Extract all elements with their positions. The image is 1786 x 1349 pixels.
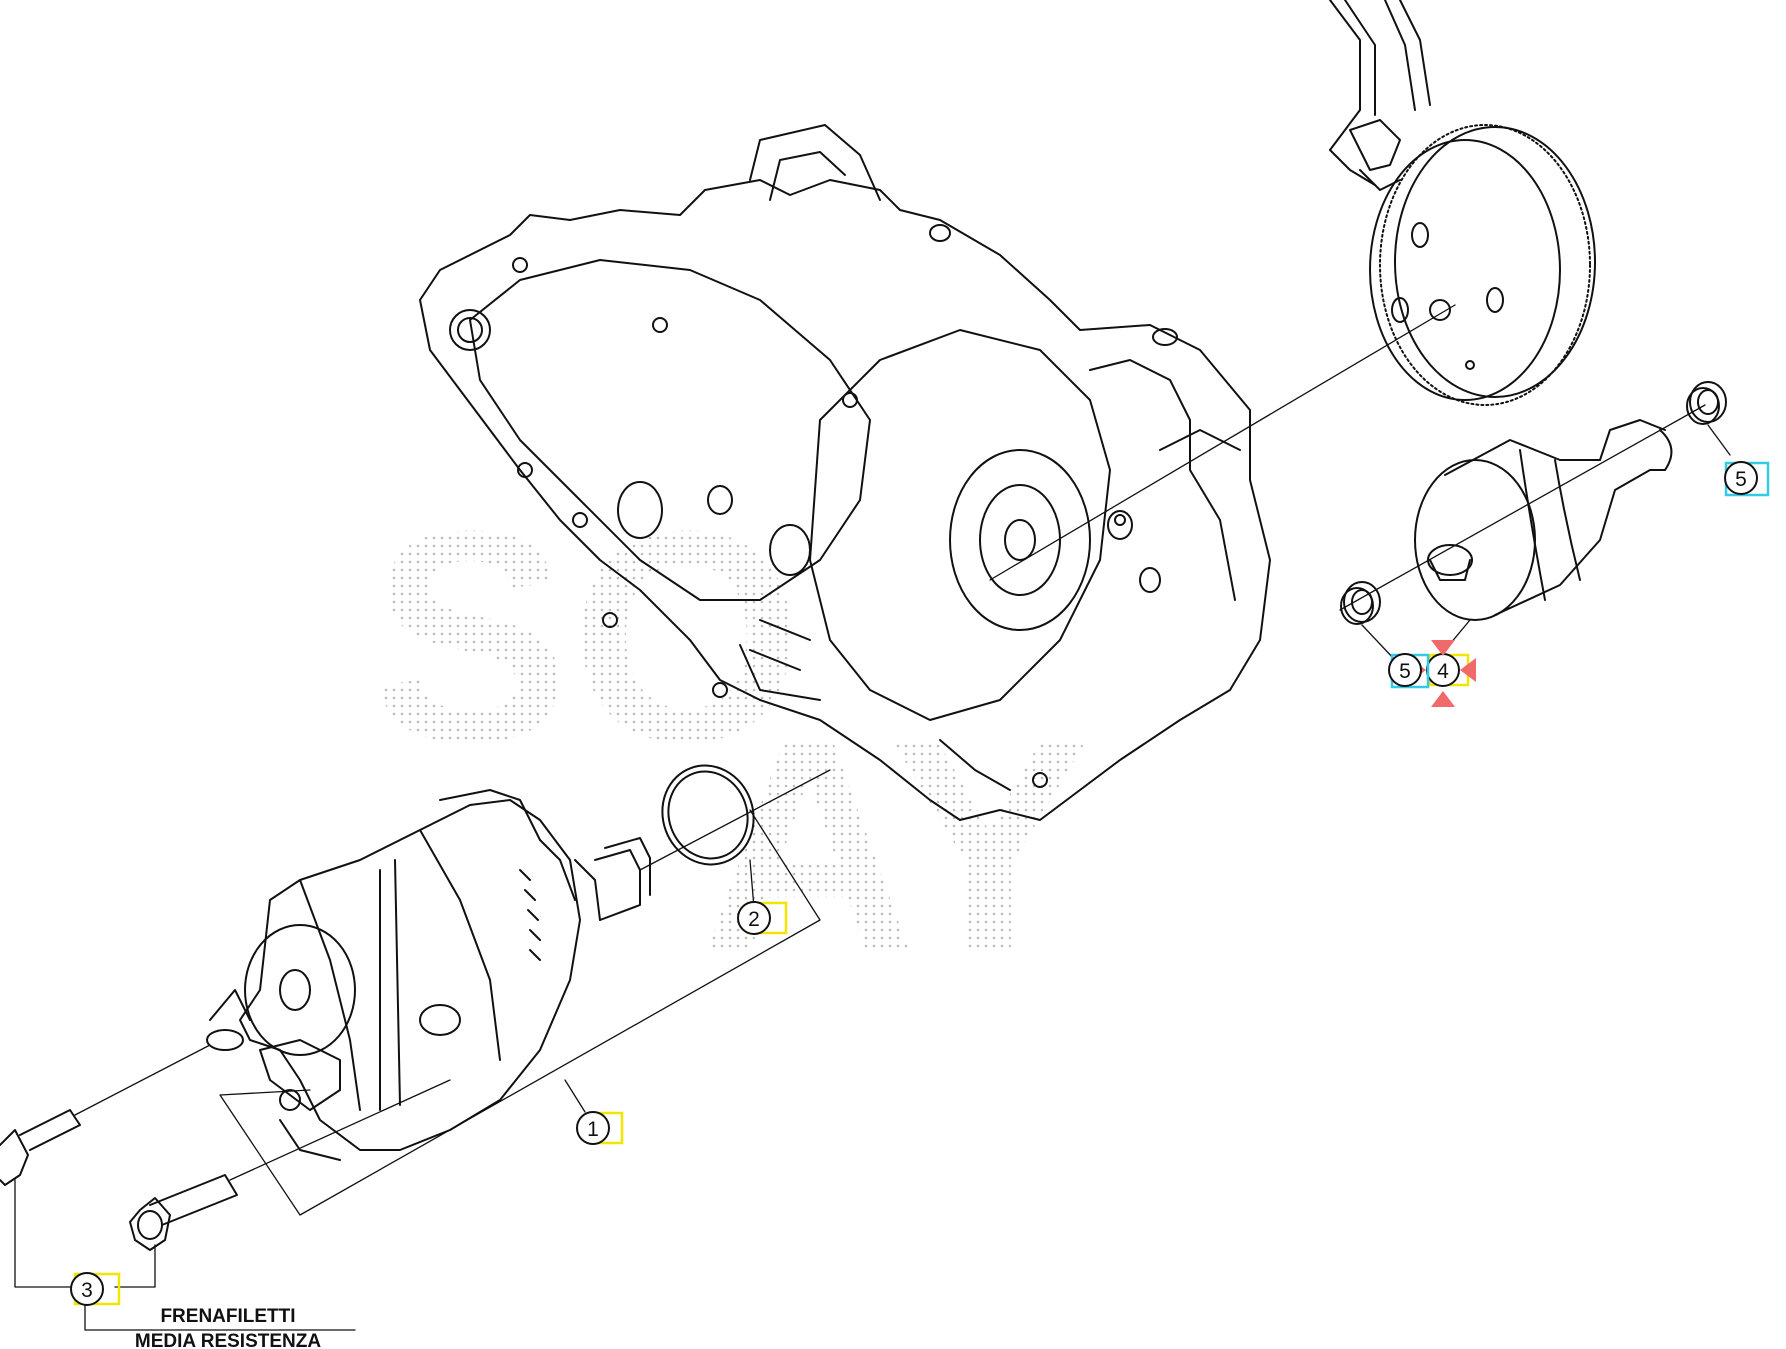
callout-5-right-label: 5	[1735, 468, 1747, 491]
note-line1: FRENAFILETTI	[160, 1306, 295, 1327]
flywheel-drawing	[1329, 0, 1596, 406]
watermark-line2: AY	[700, 678, 1089, 1014]
threadlocker-note: FRENAFILETTI MEDIA RESISTENZA	[135, 1306, 321, 1349]
note-line2: MEDIA RESISTENZA	[135, 1331, 321, 1349]
crankcase-drawing	[419, 124, 1271, 821]
washers-drawing	[1340, 381, 1727, 625]
callout-5-left-label: 5	[1399, 660, 1411, 683]
callout-2-label: 2	[748, 908, 760, 931]
starter-clutch-drawing	[1414, 419, 1673, 621]
callout-5-right[interactable]: 5	[1724, 461, 1770, 497]
callout-5-left[interactable]: 5	[1388, 653, 1430, 689]
callout-1-label: 1	[587, 1118, 599, 1141]
o-ring-drawing	[661, 764, 755, 866]
callout-1[interactable]: 1	[576, 1111, 624, 1145]
callout-2[interactable]: 2	[737, 901, 788, 935]
leader-lines	[14, 424, 1731, 1331]
assembly-lines	[74, 304, 1706, 1181]
callout-3-label: 3	[81, 1279, 93, 1302]
bolts-drawing	[0, 1109, 238, 1251]
callout-4-label: 4	[1437, 660, 1449, 683]
callout-3[interactable]: 3	[70, 1272, 121, 1306]
starter-motor-drawing	[206, 789, 651, 1161]
